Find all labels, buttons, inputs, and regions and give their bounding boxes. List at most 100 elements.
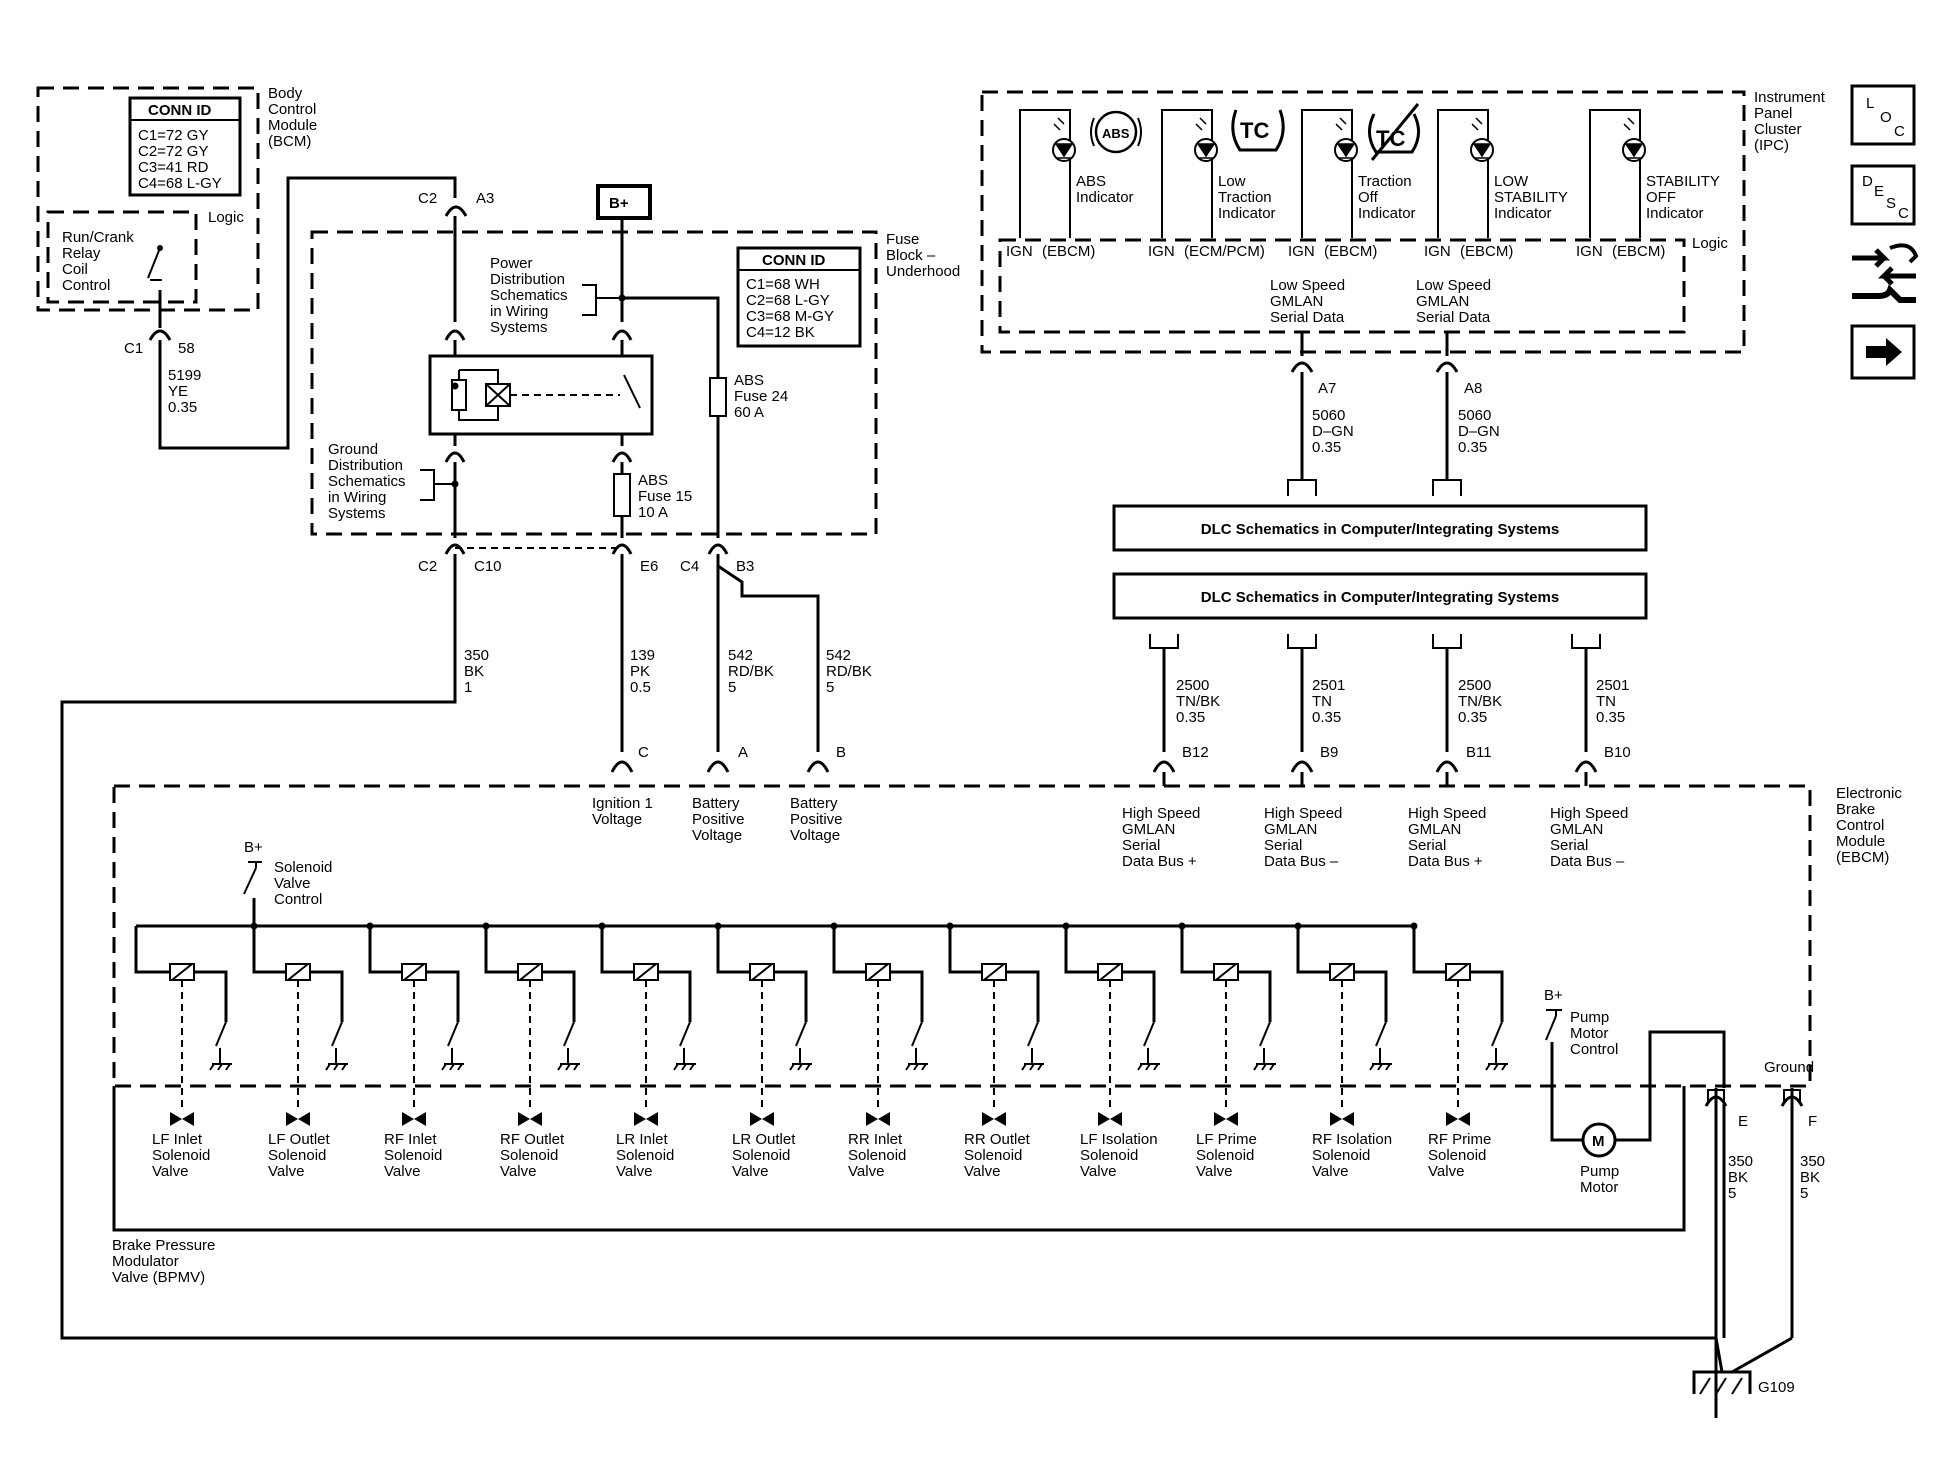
fuse-block-name: Fuse — [886, 231, 919, 248]
bcm-conn-id-line: C4=68 L-GY — [138, 175, 222, 192]
bcm-conn-id-line: C3=41 RD — [138, 159, 209, 176]
bpmv-name-line: Modulator — [112, 1253, 179, 1270]
driver-switch-icon — [331, 1021, 343, 1047]
valve-icon — [286, 1112, 310, 1126]
abs-warning-icon — [1094, 110, 1138, 154]
dlc-box-2-label: DLC Schematics in Computer/Integrating S… — [1201, 589, 1559, 606]
valve-label: RF Isolation — [1312, 1131, 1392, 1148]
source-label: (EBCM) — [1324, 243, 1377, 260]
valve-icon — [1098, 1112, 1122, 1126]
ground-ref-line: Systems — [328, 505, 386, 522]
arrow-right-icon — [1866, 338, 1902, 366]
hs-wire-3 — [1571, 634, 1601, 786]
ebcm-power-connectors — [610, 760, 830, 773]
sol-ctrl-line: Solenoid — [274, 859, 332, 876]
driver-switch-icon — [1491, 1021, 1503, 1047]
hs-wire-2 — [1432, 634, 1462, 786]
connector-tool-icon[interactable] — [1852, 243, 1919, 303]
wire-5060-path — [1300, 332, 1449, 480]
wire-label-5199: 5199 — [168, 367, 201, 384]
location-button[interactable]: L O C — [1850, 84, 1916, 146]
ipc-name-line: (IPC) — [1754, 137, 1789, 154]
valve-label: Valve — [616, 1163, 652, 1180]
indicator-label: Low — [1218, 173, 1246, 190]
wire-label-542b: RD/BK — [826, 663, 872, 680]
indicator-label: OFF — [1646, 189, 1676, 206]
hs-label: Serial — [1122, 837, 1160, 854]
valve-label: Solenoid — [1312, 1147, 1370, 1164]
ipc-module: Instrument Panel Cluster (IPC) Logic ABS… — [980, 89, 1826, 354]
source-label: (EBCM) — [1460, 243, 1513, 260]
ground-icon — [325, 1048, 348, 1071]
wire-label-5060a: D–GN — [1312, 423, 1354, 440]
fuse-24-label: 60 A — [734, 404, 764, 421]
pump-ctrl-line: Pump — [1570, 1009, 1609, 1026]
loc-letter: L — [1866, 95, 1874, 112]
fuse-conn-id-title: CONN ID — [762, 252, 826, 269]
gmlan-a-line: Serial Data — [1270, 309, 1345, 326]
valve-label: Valve — [732, 1163, 768, 1180]
next-page-button[interactable] — [1850, 324, 1916, 380]
loc-letter: C — [1894, 123, 1905, 140]
solenoid-bus — [134, 924, 1448, 974]
indicator-label: Indicator — [1076, 189, 1134, 206]
ebcm-pin-b10: B10 — [1604, 744, 1631, 761]
bcm-logic-box — [46, 210, 198, 304]
valve-label: Valve — [848, 1163, 884, 1180]
desc-letter: D — [1862, 173, 1873, 190]
valve-label: RF Prime — [1428, 1131, 1491, 1148]
wire-label-350e: 350 — [1728, 1153, 1753, 1170]
fuse-24-icon — [709, 377, 727, 417]
wire-label-542a: RD/BK — [728, 663, 774, 680]
fuse-conn-c4: C4 — [680, 558, 699, 575]
valve-label: Valve — [1312, 1163, 1348, 1180]
wire-label-350: BK — [464, 663, 484, 680]
wire-label-350e: BK — [1728, 1169, 1748, 1186]
gmlan-b-line: Low Speed — [1416, 277, 1491, 294]
high-speed-gmlan-wires — [1149, 634, 1601, 786]
ebcm-pin-b12: B12 — [1182, 744, 1209, 761]
valve-icon — [750, 1112, 774, 1126]
fuse-pin-b3: B3 — [736, 558, 754, 575]
valve-label: Solenoid — [616, 1147, 674, 1164]
driver-switch-icon — [1143, 1021, 1155, 1047]
wire-label-2500a: 2500 — [1176, 677, 1209, 694]
ebcm-ground-label: Ground — [1764, 1059, 1814, 1076]
ebcm-module: Electronic Brake Control Module (EBCM) B… — [112, 784, 1902, 1088]
ipc-name-line: Instrument — [1754, 89, 1826, 106]
ground-ref-bracket — [420, 469, 455, 501]
ebcm-name-line: Brake — [1836, 801, 1875, 818]
valve-label: RF Outlet — [500, 1131, 565, 1148]
valve-label: Solenoid — [268, 1147, 326, 1164]
wire-label-542a: 542 — [728, 647, 753, 664]
fuse-block-name: Block – — [886, 247, 936, 264]
hs-label: Serial — [1264, 837, 1302, 854]
source-label: (EBCM) — [1042, 243, 1095, 260]
ground-icon — [1485, 1048, 1508, 1071]
ground-icon — [789, 1048, 812, 1071]
valve-label: LR Inlet — [616, 1131, 669, 1148]
ign-label: IGN — [1424, 243, 1451, 260]
fuse-15-label: ABS — [638, 472, 668, 489]
ipc-pin-a8: A8 — [1464, 380, 1482, 397]
valve-icon — [634, 1112, 658, 1126]
valve-label: Solenoid — [1080, 1147, 1138, 1164]
relay-contact-icon — [623, 374, 641, 409]
bcm-pin-58: 58 — [178, 340, 195, 357]
bcm-pin-a3: A3 — [476, 190, 494, 207]
ground-icon — [209, 1048, 232, 1071]
fuse-conn-id-table — [736, 246, 862, 348]
valve-icon — [1446, 1112, 1470, 1126]
valve-label: LR Outlet — [732, 1131, 796, 1148]
wire-label-542b: 542 — [826, 647, 851, 664]
bcm-conn-id-table — [128, 96, 242, 197]
ground-icon — [905, 1048, 928, 1071]
description-button[interactable]: D E S C — [1850, 164, 1916, 226]
